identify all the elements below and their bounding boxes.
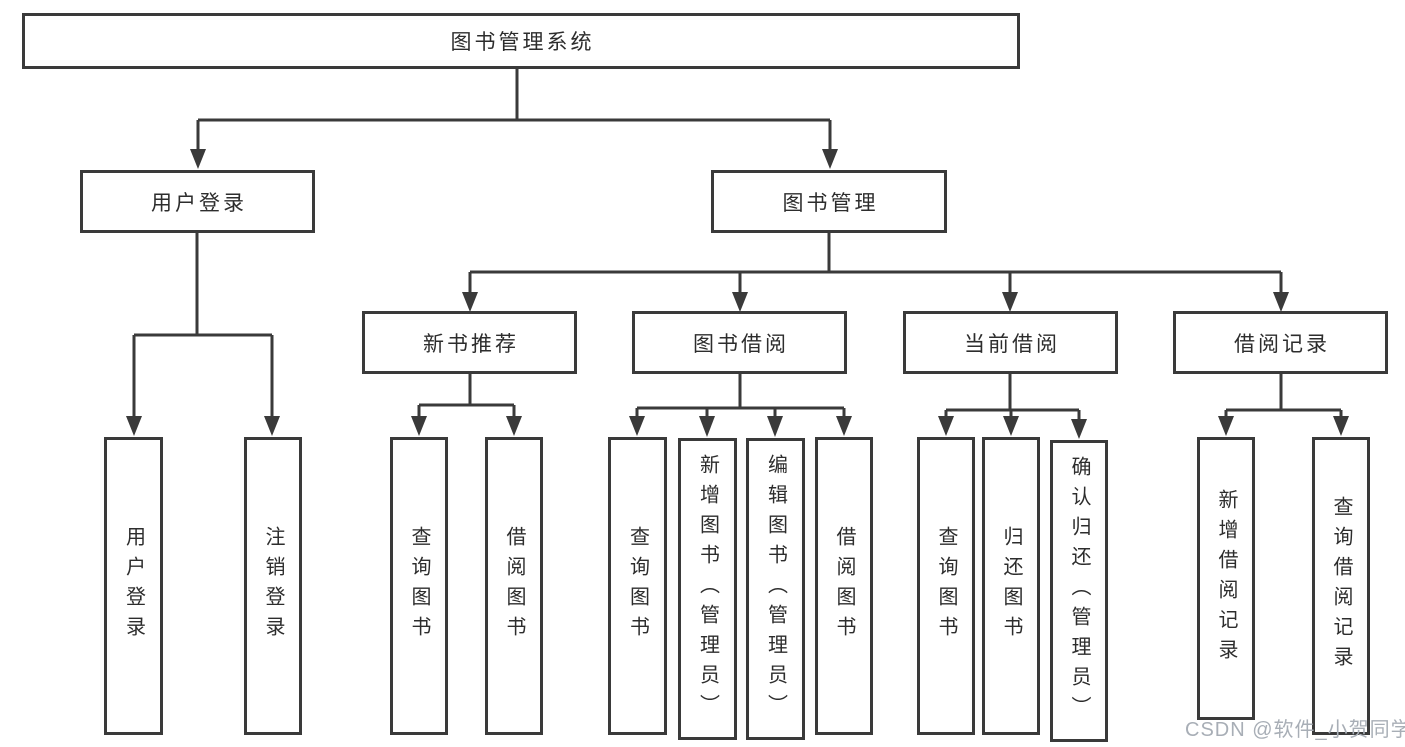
leaf-query-borrow-record: 查询借阅记录	[1312, 437, 1370, 735]
leaf-return-books: 归还图书	[982, 437, 1040, 735]
leaf-query-books-current: 查询图书	[917, 437, 975, 735]
leaf-edit-book-admin: 编辑图书（管理员）	[746, 438, 805, 740]
node-borrow-records: 借阅记录	[1173, 311, 1388, 374]
leaf-borrow-books-recommend: 借阅图书	[485, 437, 543, 735]
node-root: 图书管理系统	[22, 13, 1020, 69]
leaf-query-books-borrow: 查询图书	[608, 437, 667, 735]
node-new-book-recommend: 新书推荐	[362, 311, 577, 374]
leaf-logout: 注销登录	[244, 437, 302, 735]
node-current-borrow: 当前借阅	[903, 311, 1118, 374]
leaf-confirm-return-admin: 确认归还（管理员）	[1050, 440, 1108, 742]
node-book-management: 图书管理	[711, 170, 947, 233]
leaf-query-books-recommend: 查询图书	[390, 437, 448, 735]
node-book-borrow: 图书借阅	[632, 311, 847, 374]
csdn-watermark: CSDN @软件_小贺同学	[1185, 719, 1405, 741]
node-user-login: 用户登录	[80, 170, 315, 233]
leaf-user-login: 用户登录	[104, 437, 163, 735]
leaf-borrow-books: 借阅图书	[815, 437, 873, 735]
leaf-add-book-admin: 新增图书（管理员）	[678, 438, 737, 740]
leaf-add-borrow-record: 新增借阅记录	[1197, 437, 1255, 720]
